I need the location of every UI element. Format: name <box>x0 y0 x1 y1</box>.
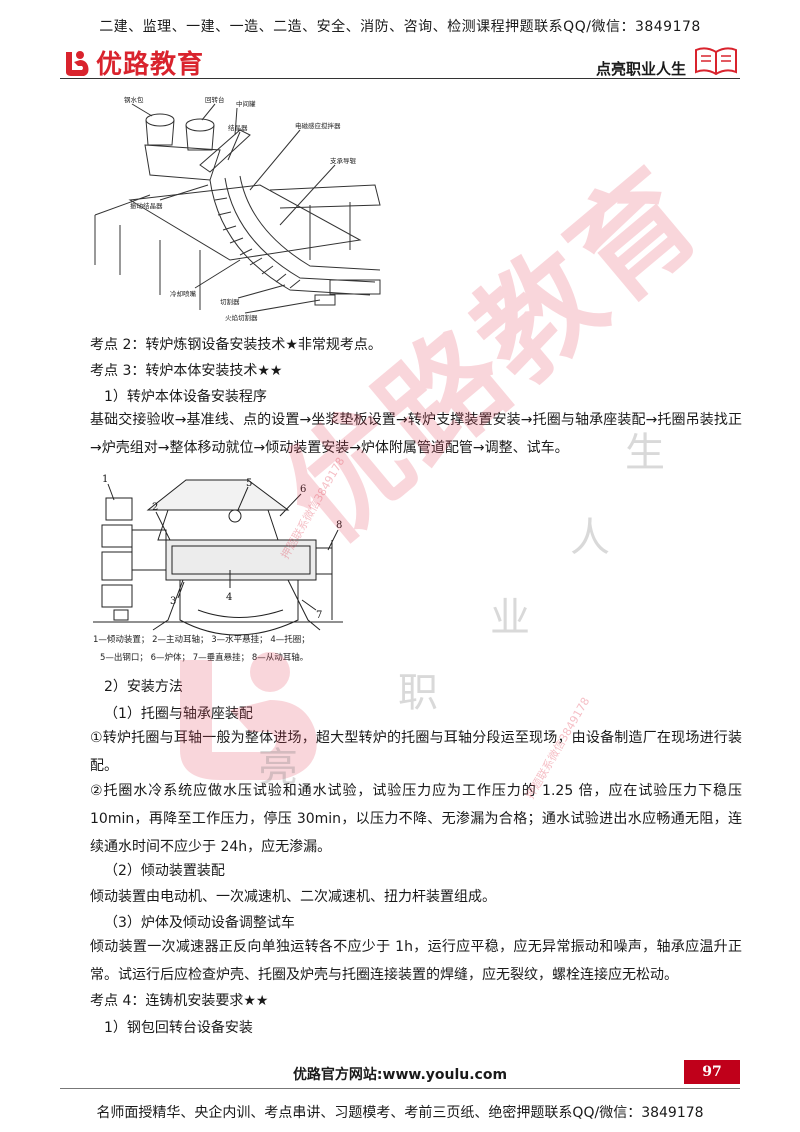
page-number: 97 <box>684 1060 740 1084</box>
continuous-caster-diagram: 钢水包 回转台 中间罐 结晶器 电磁感应搅拌器 支承导辊 振动结晶器 冷却喷嘴 … <box>94 95 381 322</box>
fig2-caption-line2: 5—出钢口； 6—炉体； 7—垂直悬挂； 8—从动耳轴。 <box>100 652 308 663</box>
fig2-caption-line1: 1—倾动装置； 2—主动耳轴； 3—水平悬挂； 4—托圈； <box>93 634 310 645</box>
brand-name: 优路教育 <box>96 50 205 80</box>
fig2-num-4: 4 <box>226 592 232 603</box>
label-torch: 火焰切割器 <box>225 313 258 322</box>
section-2-heading: 2）安装方法 <box>104 679 183 695</box>
exam-point-4: 考点 4：连铸机安装要求★★ <box>90 993 269 1009</box>
section-ladle-turret: 1）钢包回转台设备安装 <box>104 1020 253 1036</box>
watermark-slogan-char-4: 人 <box>570 515 610 561</box>
label-support-rolls: 支承导辊 <box>330 156 357 165</box>
paragraph-water-test: ②托圈水冷系统应做水压试验和通水试验，试验压力应为工作压力的 1.25 倍，应在… <box>90 783 742 855</box>
fig2-num-3: 3 <box>170 596 176 607</box>
fig2-num-8: 8 <box>336 520 342 531</box>
label-mold: 结晶器 <box>228 123 248 132</box>
top-promo-banner: 二建、监理、一建、一造、二造、安全、消防、咨询、检测课程押题联系QQ/微信：38… <box>99 19 701 35</box>
converter-diagram: 1 2 3 4 5 6 7 8 1—倾动装置； 2—主动耳轴； 3—水平悬挂； … <box>93 474 343 663</box>
footer-divider <box>60 1088 740 1089</box>
subsection-2-3: （3）炉体及倾动设备调整试车 <box>104 915 295 931</box>
watermark-slogan-char-3: 业 <box>490 595 530 641</box>
label-ladle: 钢水包 <box>124 95 144 104</box>
youlu-logo-icon <box>66 50 89 76</box>
paragraph-trunnion-ring: ①转炉托圈与耳轴一般为整体进场，超大型转炉的托圈与耳轴分段运至现场，由设备制造厂… <box>90 730 742 774</box>
header-slogan: 点亮职业人生 <box>595 60 686 78</box>
open-book-icon <box>695 47 737 76</box>
footer-website: 优路官方网站:www.youlu.com <box>292 1067 508 1083</box>
watermark-slogan-char-2: 职 <box>398 670 438 716</box>
label-oscillator: 振动结晶器 <box>130 201 163 210</box>
page-header: 优路教育 点亮职业人生 <box>60 44 740 81</box>
subsection-2-1: （1）托圈与轴承座装配 <box>104 706 253 722</box>
label-cutter: 切割器 <box>220 297 240 306</box>
fig2-num-7: 7 <box>316 610 322 621</box>
fig2-num-5: 5 <box>246 478 252 489</box>
install-procedure: 基础交接验收→基准线、点的设置→坐浆垫板设置→转炉支撑装置安装→托圈与轴承座装配… <box>90 412 742 456</box>
section-1-heading: 1）转炉本体设备安装程序 <box>104 389 267 405</box>
label-spray: 冷却喷嘴 <box>170 289 197 298</box>
label-ems: 电磁感应搅拌器 <box>295 121 341 130</box>
fig2-num-1: 1 <box>102 474 108 485</box>
paragraph-trial-run: 倾动装置一次减速器正反向单独运转各不应少于 1h，运行应平稳，应无异常振动和噪声… <box>90 939 742 983</box>
fig2-num-2: 2 <box>152 502 158 513</box>
fig2-num-6: 6 <box>300 484 306 495</box>
brand-logo: 优路教育 <box>60 44 204 81</box>
bottom-promo-banner: 名师面授精华、央企内训、考点串讲、习题模考、考前三页纸、绝密押题联系QQ/微信：… <box>96 1105 704 1121</box>
exam-point-3: 考点 3：转炉本体安装技术★★ <box>90 363 283 379</box>
label-turret: 回转台 <box>205 95 225 104</box>
paragraph-tilting-device: 倾动装置由电动机、一次减速机、二次减速机、扭力杆装置组成。 <box>90 889 496 905</box>
label-tundish: 中间罐 <box>236 99 256 108</box>
exam-point-2: 考点 2：转炉炼钢设备安装技术★非常规考点。 <box>90 337 382 353</box>
subsection-2-2: （2）倾动装置装配 <box>104 863 225 879</box>
